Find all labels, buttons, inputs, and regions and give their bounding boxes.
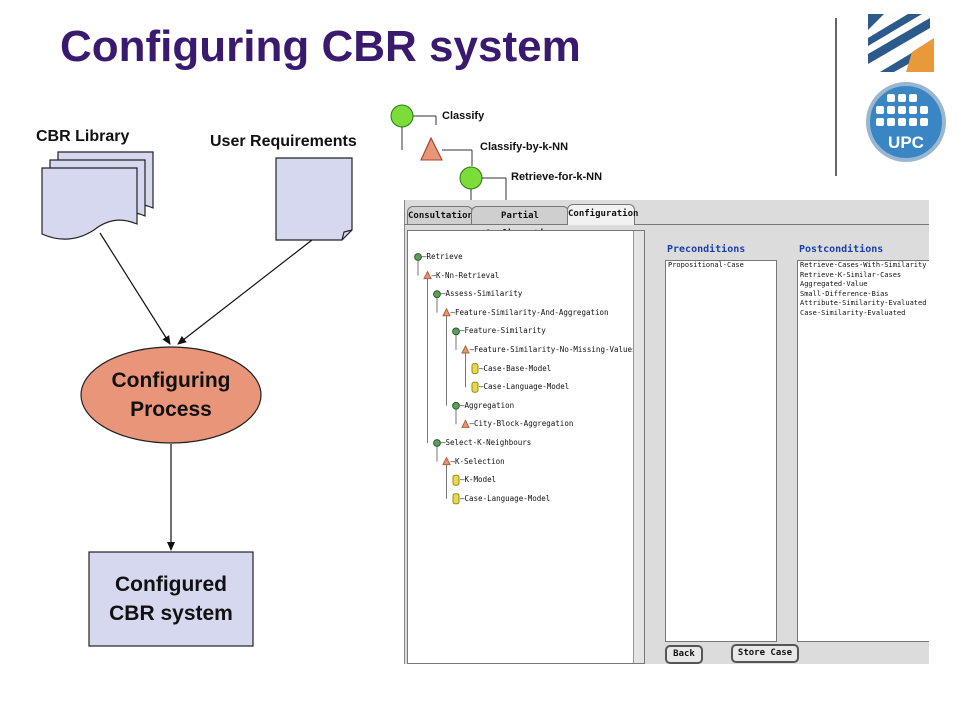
yellow-cylinder-icon [452,493,460,505]
preconditions-list[interactable]: Propositional-Case [665,260,777,642]
postcondition-item[interactable]: Retrieve-Cases-With-Similarity [800,261,927,269]
yellow-cylinder-icon [471,381,479,393]
configured-system-box [88,551,254,647]
preconditions-header: Preconditions [667,244,746,255]
configuring-process-ellipse [80,346,262,444]
tree-node[interactable]: –Feature-Similarity [460,326,546,336]
green-circle-icon [433,290,441,299]
tree-node[interactable]: –Assess-Similarity [441,289,523,299]
configuring-process-label: Configuring Process [88,366,254,424]
tree-node[interactable]: –City-Block-Aggregation [469,419,574,429]
postcondition-item[interactable]: Small-Difference-Bias [800,289,889,298]
tree-node[interactable]: –Case-Language-Model [479,382,570,392]
tree-node[interactable]: –Aggregation [460,400,515,410]
cbr-library-label: CBR Library [36,128,130,145]
tree-node[interactable]: –Case-Language-Model [460,493,551,503]
university-logo-icon [868,14,934,72]
process-line-1: Configuring [111,369,231,392]
postcondition-item[interactable]: Attribute-Similarity-Evaluated [800,299,927,308]
arrow-library-to-process [99,232,171,345]
tab-configuration[interactable]: Configuration [567,204,638,225]
green-circle-icon [414,253,422,261]
task-hierarchy [390,104,507,200]
page-title: Configuring CBR system [60,22,581,71]
classify-by-knn-label: Classify-by-k-NN [480,141,569,153]
retrieve-for-knn-label: Retrieve-for-k-NN [511,171,603,183]
arrow-requirements-to-process [177,239,313,345]
tree-node[interactable]: –Select-K-Neighbours [441,438,532,447]
back-button[interactable]: Back [665,645,703,664]
tree-node[interactable]: –Feature-Similarity-No-Missing-Values [469,345,637,354]
orange-triangle-icon [442,456,451,466]
postcondition-item[interactable]: Case-Similarity-Evaluated [800,308,906,317]
green-circle-icon [452,327,460,336]
tab-partial-configuration[interactable]: Partial Configuration [471,206,569,239]
process-line-2: Process [130,398,212,421]
upc-logo-text: UPC [888,133,924,152]
tree-node[interactable]: –K-Nn-Retrieval [431,270,500,280]
user-requirements-icon [275,157,353,241]
user-requirements-label: User Requirements [210,133,357,150]
configuration-app-window: Consultation Partial Configuration Confi… [404,200,929,664]
yellow-cylinder-icon [471,363,479,375]
cbr-library-icon [41,151,154,240]
orange-triangle-icon [442,307,451,317]
precondition-item[interactable]: Propositional-Case [668,261,744,269]
classify-label: Classify [442,110,485,122]
tree-scrollbar[interactable] [633,231,644,663]
green-circle-icon [452,401,460,410]
tree-node[interactable]: –K-Selection [450,456,505,466]
store-case-button[interactable]: Store Case [731,644,799,663]
orange-triangle-icon [461,419,470,428]
upc-logo-icon: UPC [866,82,946,162]
orange-triangle-icon [461,344,470,354]
postcondition-item[interactable]: Aggregated-Value [800,280,868,289]
result-line-2: CBR system [109,602,233,625]
tree-node[interactable]: –Feature-Similarity-And-Aggregation [450,307,609,317]
tab-bar: Consultation Partial Configuration Confi… [405,204,929,239]
green-circle-icon [433,439,441,447]
configured-system-label: Configured CBR system [89,570,253,628]
tree-node[interactable]: –K-Model [460,475,497,485]
orange-triangle-icon [423,270,432,280]
yellow-cylinder-icon [452,474,460,486]
tree-connectors [414,253,479,505]
postcondition-item[interactable]: Retrieve-K-Similar-Cases [800,270,902,279]
tree-node[interactable]: –Retrieve [422,252,463,261]
tab-consultation[interactable]: Consultation [407,206,473,225]
result-line-1: Configured [115,573,227,596]
postconditions-header: Postconditions [799,244,884,255]
tree-node[interactable]: –Case-Base-Model [479,363,552,373]
task-tree-pane[interactable]: –Retrieve –K-Nn-Retrieval –Assess-Similari… [407,230,645,664]
